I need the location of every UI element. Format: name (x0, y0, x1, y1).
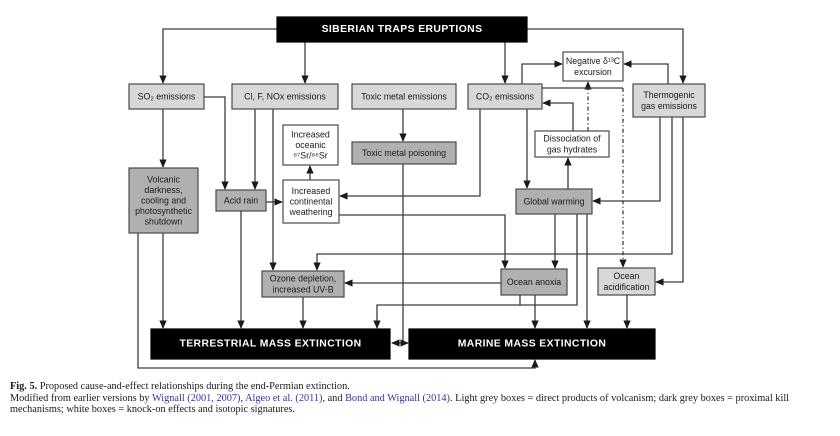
caption-line1: Fig. 5. Proposed cause-and-effect relati… (10, 381, 832, 393)
node-box-srbox (282, 124, 339, 166)
node-so2: SO₂ emissions (128, 83, 205, 110)
edge-co2-to-negc (521, 60, 563, 84)
edges-layer (137, 28, 687, 369)
node-box-co2 (467, 83, 543, 110)
node-ste: SIBERIAN TRAPS ERUPTIONS (276, 16, 528, 43)
edge-ste-to-thermo (527, 28, 687, 84)
citation-link[interactable]: Bond and Wignall (2014) (345, 392, 450, 404)
node-box-ozone (261, 270, 345, 298)
node-box-marine (408, 328, 656, 360)
caption-text: Modified from earlier versions by (10, 392, 152, 404)
node-label-clfnox: Cl, F, NOx emissions (244, 92, 326, 102)
citation-link[interactable]: Algeo et al. (2011) (245, 392, 323, 404)
node-label-co2: CO₂ emissions (476, 92, 535, 102)
node-ozone: Ozone depletion,increased UV-B (261, 270, 345, 298)
node-label-ozone: Ozone depletion,increased UV-B (270, 274, 337, 295)
edge-ste-to-so2 (159, 28, 277, 84)
node-gw: Global warming (515, 188, 593, 215)
node-clfnox: Cl, F, NOx emissions (231, 83, 339, 110)
citation-link[interactable]: Wignall (2001, 2007) (151, 392, 241, 404)
node-label-anoxia: Ocean anoxia (507, 277, 561, 287)
node-marine: MARINE MASS EXTINCTION (408, 328, 656, 360)
node-box-terr (150, 328, 391, 360)
node-box-toxmet (351, 83, 457, 110)
node-box-gw (515, 188, 593, 215)
cause-effect-flow-diagram: SIBERIAN TRAPS ERUPTIONS SO₂ emissions Cl,… (128, 16, 706, 369)
node-toxmet: Toxic metal emissions (351, 83, 457, 110)
node-box-toxpois (351, 141, 457, 165)
node-label-marine: MARINE MASS EXTINCTION (458, 339, 607, 350)
node-box-anoxia (500, 268, 568, 296)
caption-title: Proposed cause-and-effect relationships … (37, 381, 350, 392)
node-label-so2: SO₂ emissions (138, 92, 196, 102)
node-label-gw: Global warming (523, 197, 584, 207)
caption-text: , and (322, 392, 346, 404)
edge-volc-to-marine (137, 233, 539, 369)
edge-so2-to-acid (204, 96, 229, 190)
node-box-volc (128, 167, 199, 234)
node-box-ste (276, 16, 528, 43)
node-box-thermo (632, 83, 706, 118)
node-box-oacid (597, 267, 656, 296)
node-label-ste: SIBERIAN TRAPS ERUPTIONS (322, 24, 483, 35)
node-label-acid: Acid rain (224, 196, 258, 206)
edge-thermo-to-ozone (313, 117, 673, 271)
caption-line3: mechanisms; white boxes = knock-on effec… (10, 404, 295, 415)
node-box-negc (562, 51, 624, 82)
node-box-acid (215, 189, 267, 212)
figure-caption: Fig. 5. Proposed cause-and-effect relati… (10, 381, 832, 416)
node-box-so2 (128, 83, 205, 110)
caption-line2: Modified from earlier versions by Wignal… (10, 393, 832, 405)
node-label-toxmet: Toxic metal emissions (361, 92, 447, 102)
caption-text: . Light grey boxes = direct products of … (450, 392, 790, 404)
edge-co2-to-icw (339, 109, 481, 200)
edge-icw-to-anoxia (339, 214, 509, 269)
node-acid: Acid rain (215, 189, 267, 212)
node-label-terr: TERRESTRIAL MASS EXTINCTION (179, 339, 361, 350)
edge-thermo-to-oacid (655, 117, 684, 286)
edge-dissoc-to-co2 (542, 99, 574, 131)
figure-label: Fig. 5. (10, 381, 38, 392)
edge-thermo-to-gw (592, 117, 661, 205)
edge-gw-to-terr (373, 214, 578, 329)
node-box-dissoc (534, 130, 610, 158)
nodes-layer: SIBERIAN TRAPS ERUPTIONS SO₂ emissions Cl,… (128, 16, 706, 360)
node-box-icw (282, 179, 340, 224)
caption-text: , (240, 392, 246, 404)
edge-thermo-to-negc (623, 60, 669, 84)
node-box-clfnox (231, 83, 339, 110)
node-terr: TERRESTRIAL MASS EXTINCTION (150, 328, 391, 360)
node-label-toxpois: Toxic metal poisoning (362, 148, 446, 158)
node-anoxia: Ocean anoxia (500, 268, 568, 296)
node-co2: CO₂ emissions (467, 83, 543, 110)
node-toxpois: Toxic metal poisoning (351, 141, 457, 165)
